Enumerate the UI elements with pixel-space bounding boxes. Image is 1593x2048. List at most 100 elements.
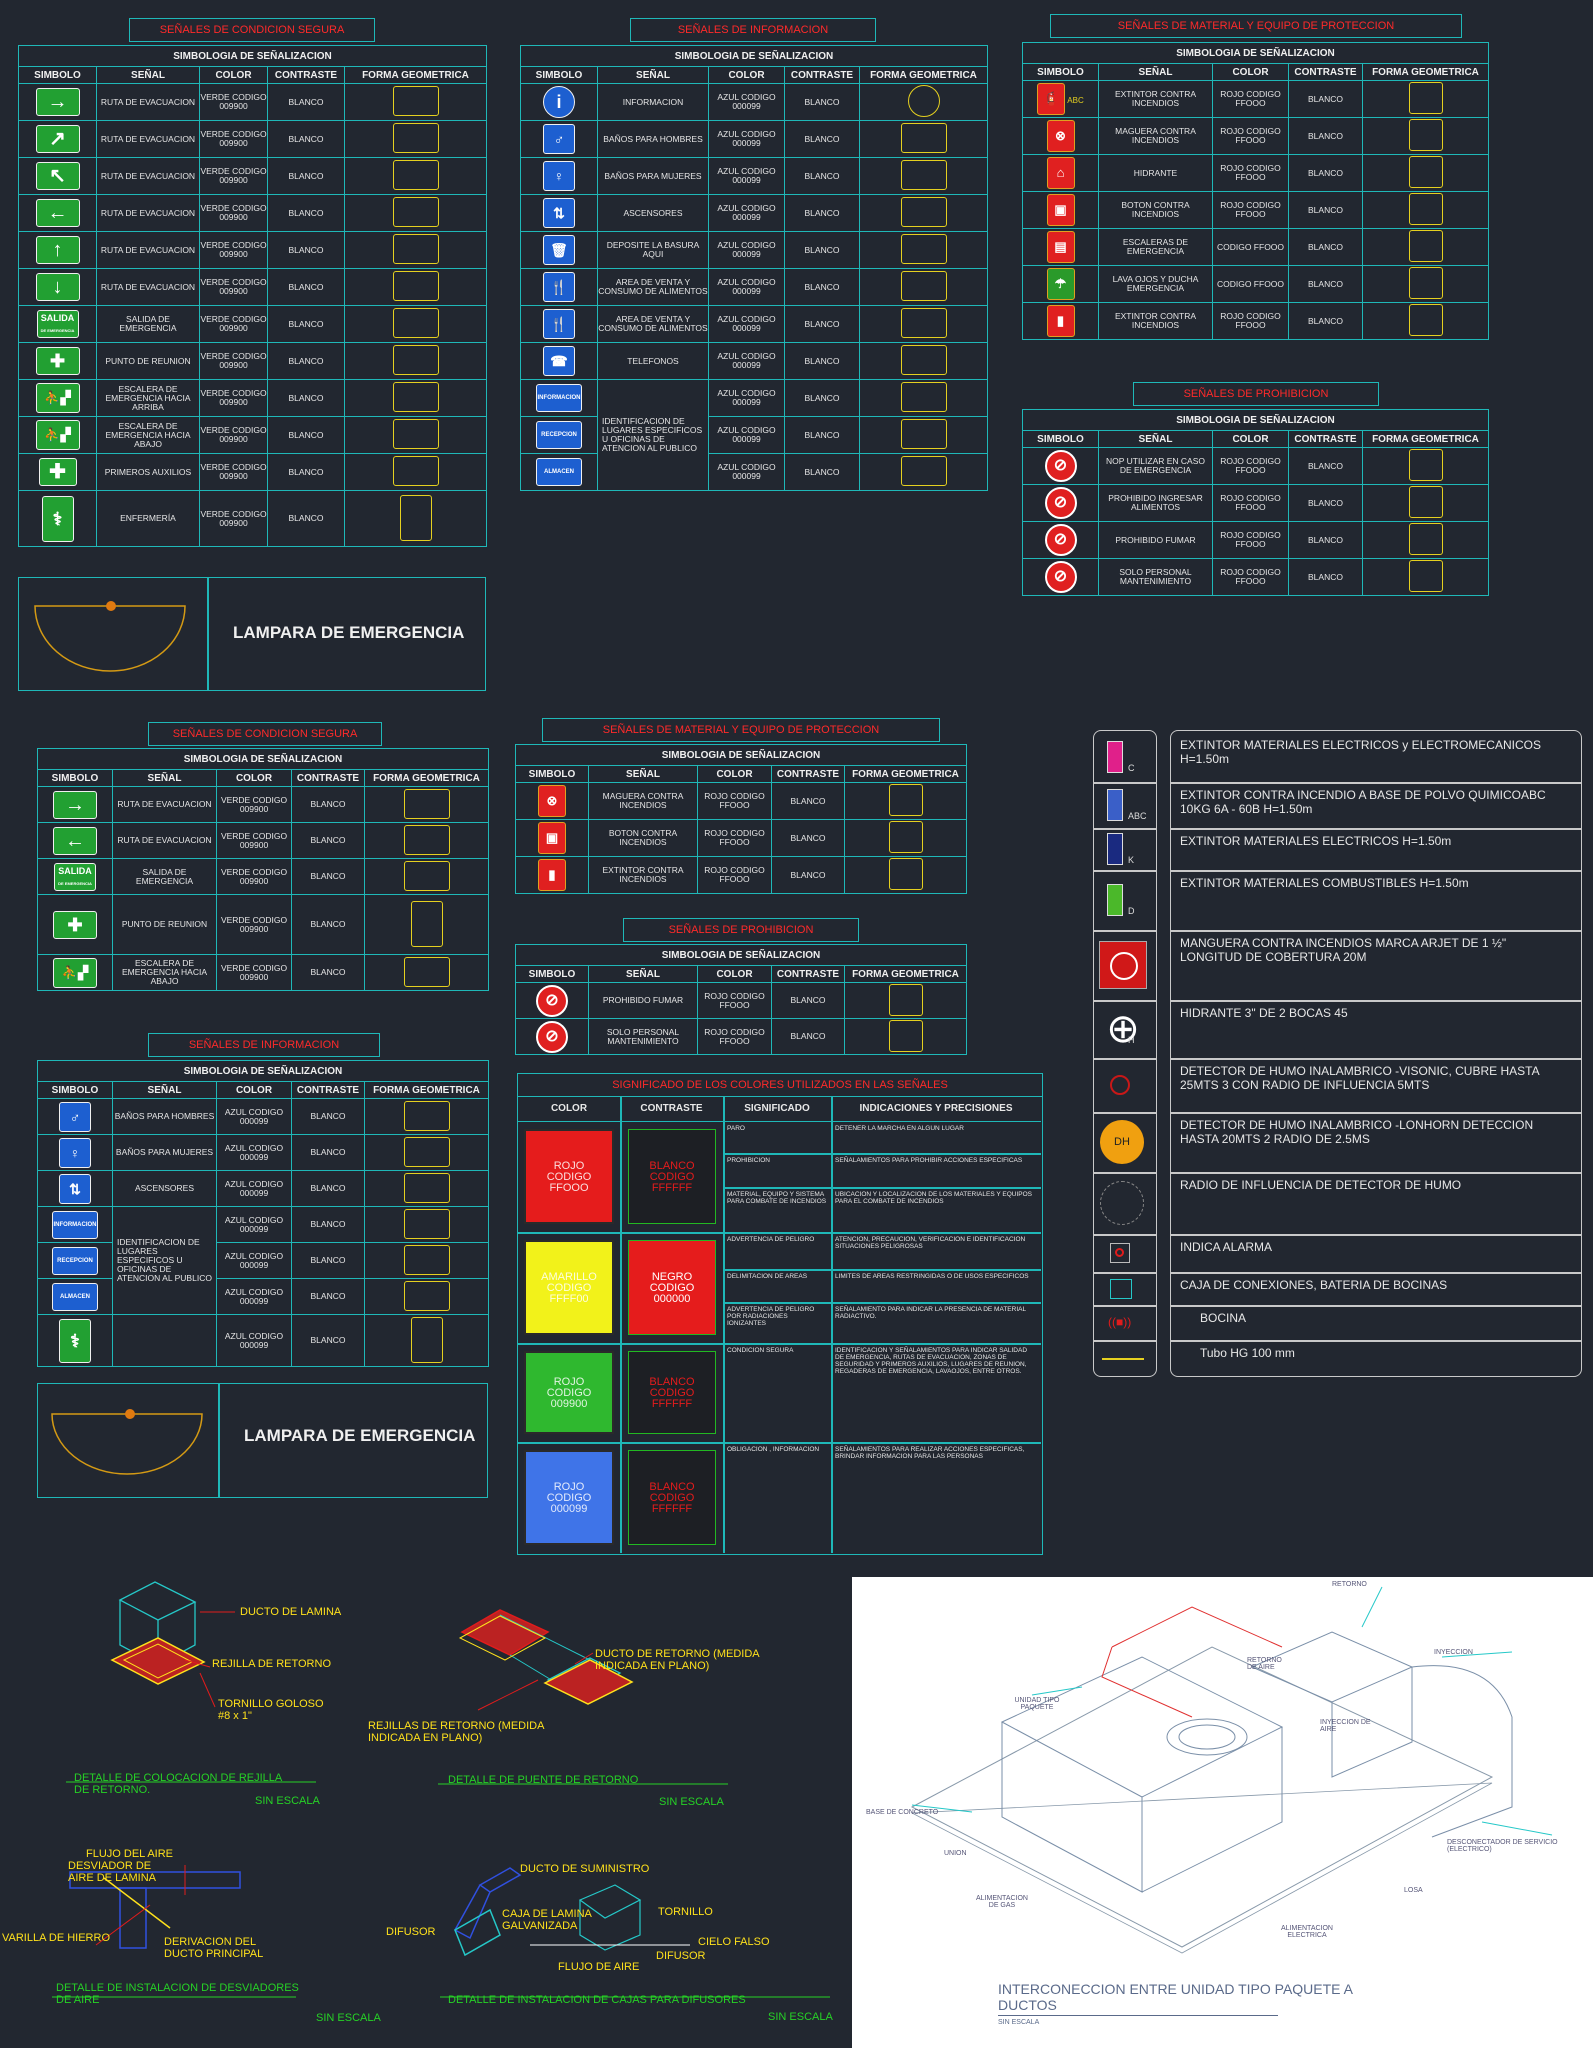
title-informacion-1: SEÑALES DE INFORMACION [630, 18, 876, 42]
shape-rectangle [392, 456, 439, 486]
shape-cell [1362, 302, 1489, 340]
meeting-point-icon: ✚ [35, 347, 80, 375]
col-forma: FORMA GEOMETRICA [859, 66, 988, 84]
signal-label [112, 1314, 217, 1367]
color-label: ROJO CODIGO FFOOO [697, 856, 772, 894]
color-label: ROJO CODIGO FFOOO [697, 819, 772, 857]
d1-label-ducto: DUCTO DE LAMINA [240, 1606, 342, 1618]
color-label: ROJO CODIGO FFOOO [1212, 80, 1289, 118]
signal-label: IDENTIFICACION DE LUGARES ESPECIFICOS U … [112, 1206, 217, 1315]
signal-label: PROHIBIDO FUMAR [588, 982, 698, 1019]
prohibition-icon: ⊘ [536, 984, 568, 1017]
shape-cell [844, 982, 967, 1019]
symbol-cell: ⛹▞ [18, 416, 97, 454]
signal-label: ESCALERA DE EMERGENCIA HACIA ABAJO [112, 954, 217, 991]
indicaciones-cell: DETENER LA MARCHA EN ALGUN LUGAR [835, 1125, 964, 1132]
color-label: AZUL CODIGO 000099 [216, 1134, 292, 1171]
legend-text: EXTINTOR MATERIALES ELECTRICOS y ELECTRO… [1180, 738, 1541, 766]
table-condicion-segura-2: SIMBOLOGIA DE SEÑALIZACION SIMBOLO SEÑAL… [37, 748, 489, 991]
table-header: SIMBOLOGIA DE SEÑALIZACION [1022, 409, 1489, 431]
shape-square [888, 821, 923, 853]
color-swatch-label: ROJO CODIGO 000099 [546, 1480, 592, 1515]
shape-rectangle [410, 1316, 443, 1363]
contrast-swatch [628, 1129, 716, 1224]
shape-cell [344, 83, 487, 121]
color-label: ROJO CODIGO FFOOO [697, 782, 772, 820]
iso-label-losa: LOSA [1404, 1887, 1423, 1894]
shape-cell [844, 856, 967, 894]
d4-title: DETALLE DE INSTALACION DE CAJAS PARA DIF… [448, 1994, 746, 2006]
shape-cell [364, 894, 489, 955]
elevator-icon: ⇅ [543, 198, 575, 228]
col-senal: SEÑAL [1098, 63, 1213, 81]
contrast-swatch-label: NEGRO CODIGO 000000 [649, 1270, 695, 1305]
contrast-label: BLANCO [771, 856, 845, 894]
shape-cell [1362, 558, 1489, 596]
signal-label: LAVA OJOS Y DUCHA EMERGENCIA [1098, 265, 1213, 303]
contrast-label: BLANCO [291, 954, 365, 991]
shape-cell [364, 822, 489, 859]
shape-rectangle [403, 824, 450, 855]
signal-label: TELEFONOS [597, 342, 709, 380]
contrast-label: BLANCO [784, 416, 860, 454]
signal-label: IDENTIFICACION DE LUGARES ESPECIFICOS U … [597, 379, 709, 491]
symbol-cell: INFORMACION [520, 379, 598, 417]
shape-cell [364, 1134, 489, 1171]
color-label: AZUL CODIGO 000099 [708, 342, 785, 380]
col-senal: SEÑAL [96, 66, 200, 84]
signal-label: ENFERMERÍA [96, 490, 200, 547]
col-senal: SEÑAL [1098, 430, 1213, 448]
shape-rectangle [392, 86, 439, 116]
shape-cell [344, 194, 487, 232]
emergency-stairs-icon: ▤ [1046, 231, 1075, 263]
title-condicion-segura-2: SEÑALES DE CONDICION SEGURA [148, 722, 382, 746]
shape-rectangle [900, 123, 947, 153]
hydrant-icon: ⌂ [1046, 157, 1075, 189]
col-contraste: CONTRASTE [291, 769, 365, 787]
arrow-icon: → [53, 790, 97, 819]
col-color: COLOR [708, 66, 785, 84]
contrast-label: BLANCO [291, 1170, 365, 1207]
shape-cell [1362, 265, 1489, 303]
extinguisher-icon [1107, 833, 1123, 865]
shape-rectangle [403, 860, 450, 891]
symbol-cell: ▣ [1022, 191, 1099, 229]
symbol-cell: ↓ [18, 268, 97, 306]
signal-label: BAÑOS PARA HOMBRES [597, 120, 709, 158]
signal-label: BOTON CONTRA INCENDIOS [1098, 191, 1213, 229]
junction-box-icon [1110, 1278, 1132, 1299]
table-header: SIMBOLOGIA DE SEÑALIZACION [515, 944, 967, 966]
signal-label: RUTA DE EVACUACION [96, 120, 200, 158]
signal-label: MAGUERA CONTRA INCENDIOS [588, 782, 698, 820]
contrast-label: BLANCO [771, 1018, 845, 1055]
d4-label-difusor-b: DIFUSOR [656, 1950, 706, 1962]
signal-label: BAÑOS PARA MUJERES [597, 157, 709, 195]
indicaciones-cell: ATENCION, PRECAUCION, VERIFICACION E IDE… [835, 1236, 1026, 1250]
contrast-label: BLANCO [291, 858, 365, 895]
symbol-cell: ⊘ [1022, 484, 1099, 522]
fire-hose-icon [1099, 941, 1147, 989]
fire-hose-icon: ⊗ [538, 785, 566, 817]
man-icon: ♂ [543, 124, 575, 154]
contrast-label: BLANCO [771, 819, 845, 857]
d3-sin-escala: SIN ESCALA [316, 2012, 381, 2024]
contrast-label: BLANCO [267, 83, 345, 121]
indicaciones-cell: SEÑALAMIENTOS PARA REALIZAR ACCIONES ESP… [835, 1446, 1025, 1460]
table-condicion-segura-1: SIMBOLOGIA DE SEÑALIZACION SIMBOLO SEÑAL… [18, 45, 487, 547]
shape-rectangle [399, 494, 432, 541]
shape-square [888, 784, 923, 816]
color-label: VERDE CODIGO 009900 [199, 268, 268, 306]
shape-rectangle [410, 900, 443, 947]
detail-drawings [52, 1581, 830, 1998]
symbol-cell: ♂ [37, 1098, 113, 1135]
shape-cell [859, 194, 988, 232]
symbol-cell: ← [37, 822, 113, 859]
